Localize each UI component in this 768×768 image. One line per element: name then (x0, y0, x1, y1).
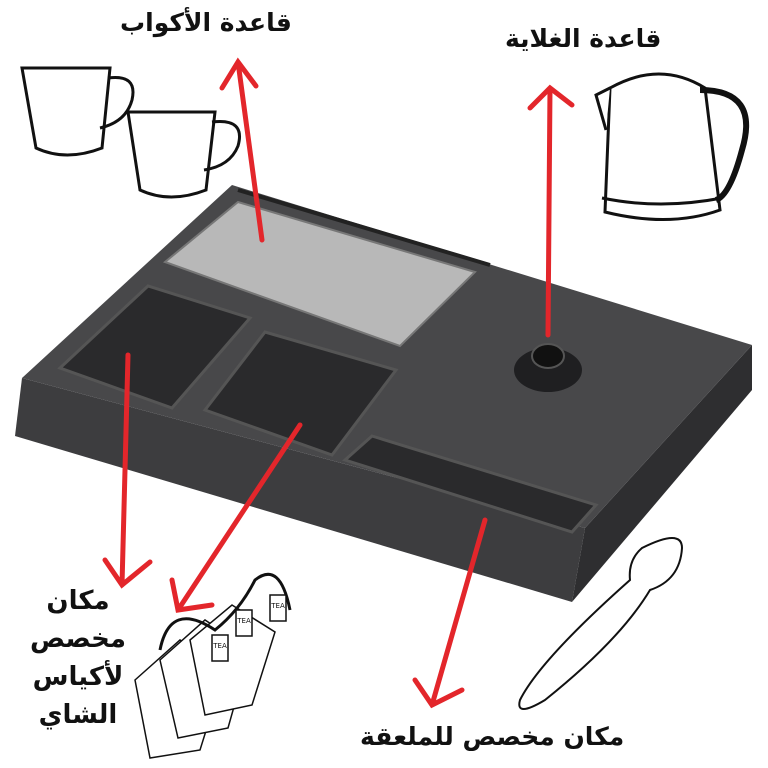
arrow-kettle (527, 84, 575, 338)
label-line: مخصص (30, 624, 126, 654)
spoon-icon (518, 537, 684, 710)
tea-compartment-1 (57, 284, 253, 410)
svg-text:TEA: TEA (212, 642, 227, 650)
arrow-cups (219, 57, 265, 243)
label-tea-bags: مكان مخصص لأكياس الشاي (28, 582, 128, 734)
cup-grate (163, 200, 477, 348)
label-line: الشاي (38, 700, 118, 730)
label-spoon-place: مكان مخصص للملعقة (360, 722, 625, 751)
label-line: مكان (46, 586, 110, 616)
arrow-tea-2 (169, 422, 303, 613)
svg-text:TEA: TEA (236, 617, 251, 625)
label-line: لأكياس (32, 662, 124, 692)
svg-text:TEA: TEA (270, 602, 285, 610)
label-cups-base: قاعدة الأكواب (120, 8, 292, 37)
arrow-spoon (412, 517, 488, 709)
kettle-icon (594, 72, 750, 222)
label-kettle-base: قاعدة الغلاية (505, 24, 662, 53)
cups-icon (20, 66, 241, 199)
spoon-compartment (342, 434, 599, 534)
arrow-tea-1 (102, 352, 153, 589)
arrows (102, 57, 575, 709)
tea-bags-icon: TEA TEA TEA (134, 572, 292, 759)
kettle-connector (514, 348, 582, 392)
tray (15, 185, 752, 602)
